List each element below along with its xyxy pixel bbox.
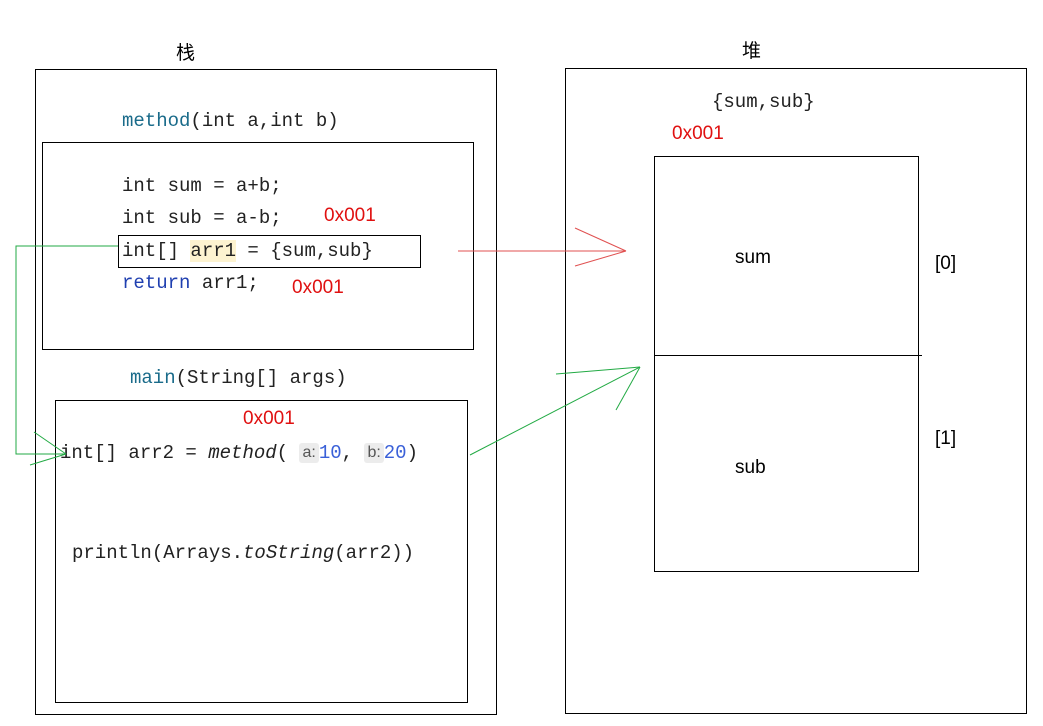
arr1-declaration-box: [118, 235, 421, 268]
array-cell-1-index: [1]: [935, 428, 957, 449]
arr2-comma: ,: [341, 442, 365, 464]
arr1-type: int[]: [122, 240, 191, 262]
heap-title: 堆: [742, 40, 762, 62]
main-params: (String[] args): [175, 367, 347, 389]
main-address: 0x001: [243, 408, 295, 429]
method-address-2: 0x001: [292, 277, 344, 298]
arg-b-value: 20: [383, 442, 407, 464]
arr1-variable: arr1: [190, 240, 237, 262]
method-line-sub: int sub = a-b;: [122, 207, 282, 229]
method-address-1: 0x001: [324, 205, 376, 226]
method-name: method: [122, 110, 191, 132]
param-hint-b: b:: [364, 443, 384, 463]
return-to-arr2-arrow: [15, 245, 118, 466]
arr1-to-heap-arrow: [458, 227, 627, 267]
heap-address: 0x001: [672, 123, 724, 144]
stack-area: [35, 69, 497, 715]
arr2-close-paren: ): [406, 442, 418, 464]
method-params: (int a,int b): [190, 110, 339, 132]
heap-array-label: {sum,sub}: [712, 91, 815, 113]
tostring-method: toString: [243, 542, 335, 564]
arr2-method-call: method: [208, 442, 277, 464]
main-name: main: [130, 367, 176, 389]
return-value: arr1;: [190, 272, 259, 294]
heap-area: [565, 68, 1027, 714]
array-cell-divider: [654, 355, 922, 356]
array-cell-1-content: sub: [735, 457, 766, 478]
stack-title: 栈: [176, 42, 196, 64]
param-hint-a: a:: [299, 443, 319, 463]
arr2-open-paren: (: [276, 442, 300, 464]
main-signature: main(String[] args): [130, 367, 347, 389]
method-line-sum: int sum = a+b;: [122, 175, 282, 197]
array-cell-0-index: [0]: [935, 253, 957, 274]
method-signature: method(int a,int b): [122, 110, 339, 132]
arr1-declaration: int[] arr1 = {sum,sub}: [122, 240, 373, 262]
arg-a-value: 10: [318, 442, 342, 464]
println-statement: println(Arrays.toString(arr2)): [72, 542, 414, 564]
arr2-to-heap-arrow: [469, 366, 641, 456]
main-frame: [55, 400, 468, 703]
return-statement: return arr1;: [122, 272, 259, 294]
arr2-prefix: int[] arr2 =: [60, 442, 209, 464]
println-prefix: println(Arrays.: [72, 542, 244, 564]
array-cell-0-content: sum: [735, 247, 771, 268]
arr2-declaration: int[] arr2 = method( a:10, b:20): [60, 442, 418, 464]
heap-array-object: [654, 156, 919, 572]
return-keyword: return: [122, 272, 191, 294]
println-suffix: (arr2)): [334, 542, 415, 564]
arr1-initializer: = {sum,sub}: [236, 240, 373, 262]
